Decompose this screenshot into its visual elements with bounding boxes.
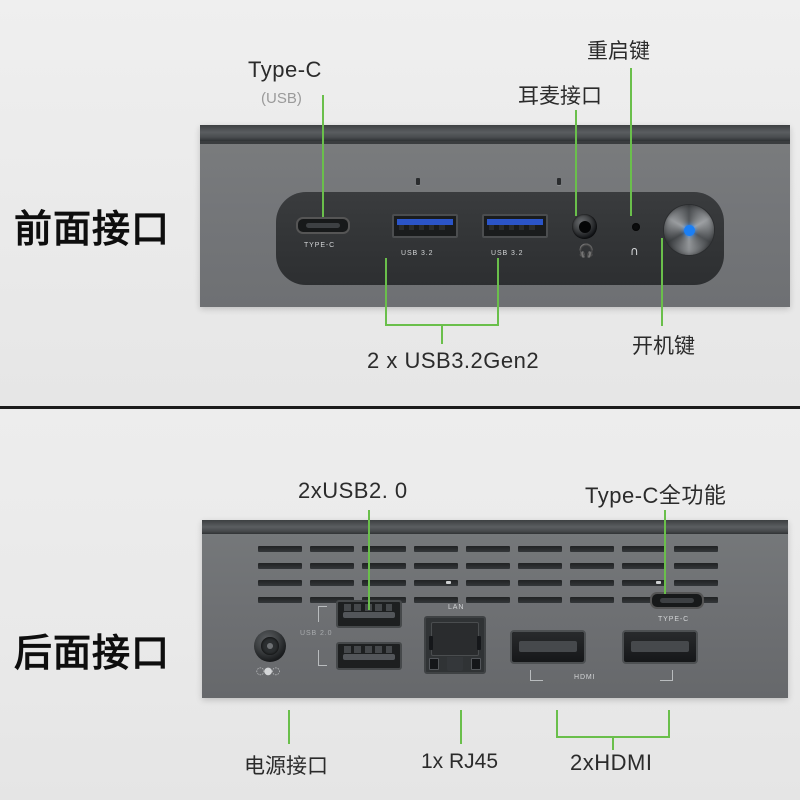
audio-combo-jack[interactable] [572,214,597,239]
usb-contacts-right [487,225,543,231]
usb-contacts-left [397,225,453,231]
usb20-contacts-bottom [343,646,395,653]
hdmi-silkscreen-label: HDMI [574,674,596,681]
usb-c-port[interactable] [296,217,350,234]
leader-line-front-reset [630,68,632,216]
callout-rear-power-jack: 电源接口 [244,755,328,778]
usb-c-port-rear[interactable] [650,592,704,609]
front-io-plate: TYPE-C USB 3.2 USB 3.2 [276,192,724,285]
leader-line-front-typec [322,95,324,217]
mic-hole-left [416,178,420,185]
usb-a-port-left[interactable] [392,214,458,238]
front-chassis-top-seam [200,141,790,144]
dc-power-jack[interactable] [254,630,286,662]
usb-blue-insert-left [397,218,453,226]
hdmi-slot-right [631,641,689,652]
section-divider [0,406,800,409]
leader-line-front-power [661,238,663,326]
hdmi-slot-left [519,641,577,652]
reset-pinhole[interactable] [632,223,640,231]
rj45-cavity [430,622,480,656]
front-ports-section: 前面接口 TYPE-C USB [0,0,800,408]
usb-a-2-0-bottom[interactable] [336,642,402,670]
dc-jack-pin [267,643,273,649]
mic-hole-right [557,178,561,185]
headphone-mic-icon: 🎧 [578,244,595,259]
usb-a-left-silkscreen-label: USB 3.2 [401,250,434,257]
lan-silkscreen-label: LAN [448,604,465,611]
rear-chassis: ◌●◌ USB 2.0 [202,520,788,698]
usb20-silkscreen-label: USB 2.0 [300,630,333,637]
rj45-led-left [429,657,440,670]
usb-c-rear-tongue [660,597,694,604]
rj45-lan-port[interactable] [424,616,486,674]
usb-a-right-silkscreen-label: USB 3.2 [491,250,524,257]
headphone-icon: ∩ [630,244,639,258]
callout-front-reset: 重启键 [587,40,650,63]
callout-rear-typec-full: Type-C全功能 [585,483,727,508]
callout-rear-hdmi: 2xHDMI [570,750,653,775]
rj45-latch-right [477,636,482,651]
vent-screw-mark-right [656,581,661,584]
hdmi-port-right[interactable] [622,630,698,664]
front-chassis-top-lip [200,125,790,141]
hdmi-port-left[interactable] [510,630,586,664]
rear-ports-section: 后面接口 [0,410,800,800]
usb20-tongue-top [342,612,396,619]
rj45-latch-left [428,636,433,651]
front-section-caption: 前面接口 [14,209,171,251]
power-led-indicator [683,224,695,236]
rj45-clip-notch [446,656,464,671]
usb20-tongue-bottom [342,654,396,661]
usb-c-port-silkscreen-label: TYPE-C [304,242,336,249]
callout-front-power: 开机键 [632,335,695,358]
leader-line-rear-power-jack [288,710,290,744]
power-button[interactable] [664,205,714,255]
leader-line-rear-typec [664,510,666,594]
callout-front-headset: 耳麦接口 [518,85,602,108]
rj45-led-right [470,657,481,670]
usb-blue-insert-right [487,218,543,226]
dc-polarity-icon: ◌●◌ [256,666,280,677]
leader-line-rear-rj45 [460,710,462,744]
front-chassis: TYPE-C USB 3.2 USB 3.2 [200,125,790,307]
callout-front-usb-group: 2 x USB3.2Gen2 [367,348,540,373]
vent-screw-mark-left [446,581,451,584]
audio-jack-hole [578,220,591,233]
rear-section-caption: 后面接口 [14,633,171,675]
usb-c-tongue [306,222,340,229]
rear-chassis-top-lip [202,520,788,534]
usb-c-rear-silkscreen-label: TYPE-C [658,616,690,623]
callout-front-typec-sub: (USB) [261,90,302,107]
callout-rear-rj45: 1x RJ45 [421,750,499,773]
callout-rear-usb20: 2xUSB2. 0 [298,478,408,503]
usb-a-port-right[interactable] [482,214,548,238]
leader-line-front-headset [575,110,577,216]
leader-line-rear-usb20 [368,510,370,610]
callout-front-typec-title: Type-C [248,57,322,82]
